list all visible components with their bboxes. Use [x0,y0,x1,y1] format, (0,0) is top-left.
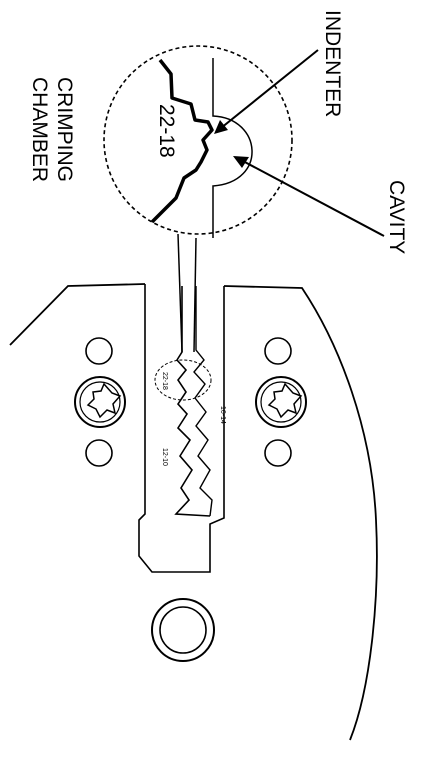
jaw-die-profile [193,286,213,517]
die-label-mid: 16-14 [219,406,226,424]
chamber-label: CHAMBER [28,77,51,182]
magnified-cavity-profile [212,58,253,238]
magnified-indenter-profile [150,58,214,224]
indenter-label: INDENTER [321,10,344,117]
screw-head-inner-ring [260,381,302,423]
pivot-bolt-inner [159,606,207,654]
screw-head [74,376,126,428]
screw-head-inner-ring [79,381,121,423]
crimping-label: CRIMPING [53,77,76,182]
pin-hole [264,439,292,467]
indenter-leader-line [220,49,319,129]
tool-upper-handle-outline [9,283,146,346]
screw-head [255,376,307,428]
gauge-label: 22-18 [155,104,178,158]
tool-lower-jaw-outline [223,285,378,741]
jaw-die-profile [174,286,211,517]
pin-hole [85,439,113,467]
pivot-bolt-outer [151,598,215,662]
die-label-large: 22-18 [161,372,168,390]
pin-hole [85,337,113,365]
inset-connector-line [193,237,197,353]
indenter-arrowhead [214,120,228,134]
screw-drive-icon [267,382,303,419]
cavity-leader-line [240,159,385,237]
screw-drive-icon [86,382,122,419]
pin-hole [264,337,292,365]
die-section-dashed-outline [154,359,212,401]
jaw-channel-outline [138,284,225,573]
cavity-label: CAVITY [385,180,408,254]
magnified-inset-circle [103,45,293,235]
cavity-arrowhead [233,156,249,168]
die-label-small: 12-10 [161,448,168,466]
